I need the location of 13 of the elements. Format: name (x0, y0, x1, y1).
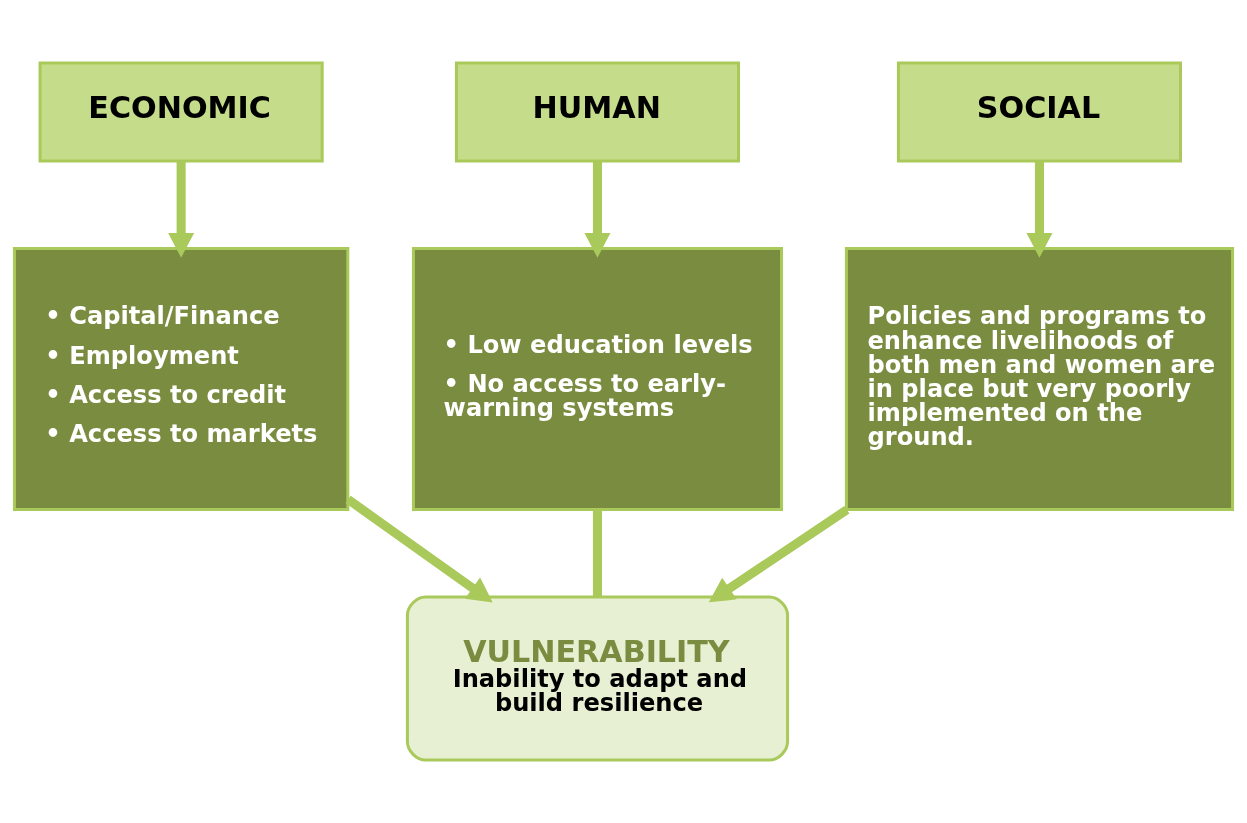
node-box: SOCIAL (896, 61, 1183, 163)
node-box: VULNERABILITY Inability to adapt and build resilience (405, 595, 790, 762)
connector (592, 509, 602, 597)
node-box: HUMAN (454, 61, 741, 163)
arrow (168, 161, 195, 258)
arrow (708, 505, 850, 603)
node-box: • Low education levels • No access to early-warning systems (411, 247, 784, 512)
arrow (345, 495, 493, 603)
node-box: • Capital/Finance • Employment • Access to credit • Access to markets (12, 247, 350, 512)
node-box: Policies and programs to enhance livelihoods of both men and women are in place but very poorly implemented on the ground. (844, 247, 1235, 512)
arrow (584, 161, 611, 258)
arrow (1026, 161, 1053, 258)
node-box: ECONOMIC (38, 61, 324, 163)
